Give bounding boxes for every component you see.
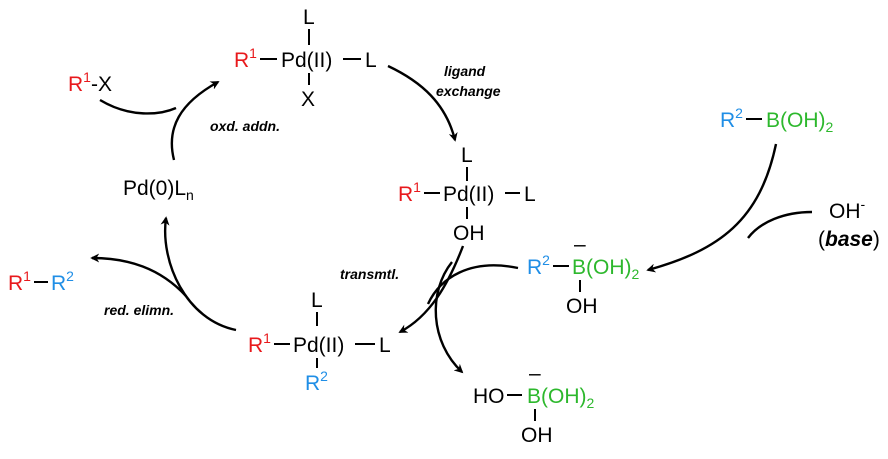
svg-text:L: L — [461, 144, 473, 167]
svg-text:–: – — [529, 362, 541, 385]
svg-text:L: L — [365, 49, 377, 72]
svg-text:HO: HO — [473, 385, 505, 408]
svg-text:–: – — [574, 233, 586, 256]
ligand-exchange-label-line1: ligand — [444, 63, 486, 79]
transmetalation-label: transmtl. — [340, 266, 399, 282]
svg-text:(base): (base) — [818, 228, 880, 251]
oxidative-addition-arrow — [170, 80, 220, 161]
svg-text:R1: R1 — [8, 268, 31, 295]
svg-text:B(OH)2: B(OH)2 — [766, 109, 834, 135]
svg-text:Pd(0)Ln: Pd(0)Ln — [123, 177, 194, 203]
svg-text:R2: R2 — [51, 268, 74, 295]
coupled-product: R1 R2 — [8, 268, 74, 295]
svg-text:R2: R2 — [305, 368, 328, 395]
svg-text:B(OH)2: B(OH)2 — [572, 256, 640, 282]
borate-byproduct: HO B(OH)2 – OH — [473, 362, 595, 447]
svg-text:R2: R2 — [527, 252, 550, 279]
product-release-arrow — [90, 253, 187, 297]
svg-text:Pd(II): Pd(II) — [293, 334, 344, 357]
svg-text:B(OH)2: B(OH)2 — [527, 385, 595, 411]
svg-text:R1: R1 — [234, 45, 257, 72]
aryl-halide-reagent: R1-X — [68, 69, 112, 96]
svg-text:OH-: OH- — [829, 196, 866, 223]
svg-text:L: L — [379, 334, 391, 357]
hydroxide-base: OH- (base) — [818, 196, 880, 251]
reductive-elimination-label: red. elimn. — [104, 302, 174, 318]
reductive-elimination-arrow — [160, 216, 237, 332]
oxidative-addition-complex: L R1 Pd(II) L X — [234, 6, 377, 111]
borate-feed-arrow — [426, 264, 519, 305]
svg-text:L: L — [303, 6, 315, 29]
ligand-exchange-arrow — [387, 64, 458, 142]
svg-text:Pd(II): Pd(II) — [281, 49, 332, 72]
hydroxide-feed-arrow — [747, 210, 813, 239]
transmetalation-arrow — [398, 245, 465, 334]
svg-text:Pd(II): Pd(II) — [443, 183, 494, 206]
svg-text:OH: OH — [453, 222, 485, 245]
svg-text:L: L — [524, 183, 536, 206]
aryl-halide-feed-arrow — [99, 98, 177, 115]
svg-text:R2: R2 — [720, 105, 743, 132]
hydroxo-palladium-complex: L R1 Pd(II) L OH — [398, 144, 536, 245]
svg-text:R1: R1 — [248, 330, 271, 357]
svg-text:R1: R1 — [398, 179, 421, 206]
diorganopalladium-complex: L R1 Pd(II) L R2 — [248, 289, 391, 395]
ligand-exchange-label-line2: exchange — [436, 83, 501, 99]
pd0-species: Pd(0)Ln — [123, 177, 194, 203]
svg-text:R1-X: R1-X — [68, 69, 112, 96]
svg-text:OH: OH — [521, 424, 553, 447]
svg-text:OH: OH — [566, 295, 598, 318]
boronic-acid: R2 B(OH)2 — [720, 105, 834, 135]
byproduct-release-arrow — [434, 261, 464, 374]
svg-text:L: L — [311, 289, 323, 312]
boronic-acid-activation-arrow — [646, 143, 778, 273]
oxidative-addition-label: oxd. addn. — [210, 118, 280, 134]
svg-text:X: X — [301, 88, 315, 111]
borate-anion: R2 B(OH)2 – OH — [527, 233, 640, 318]
